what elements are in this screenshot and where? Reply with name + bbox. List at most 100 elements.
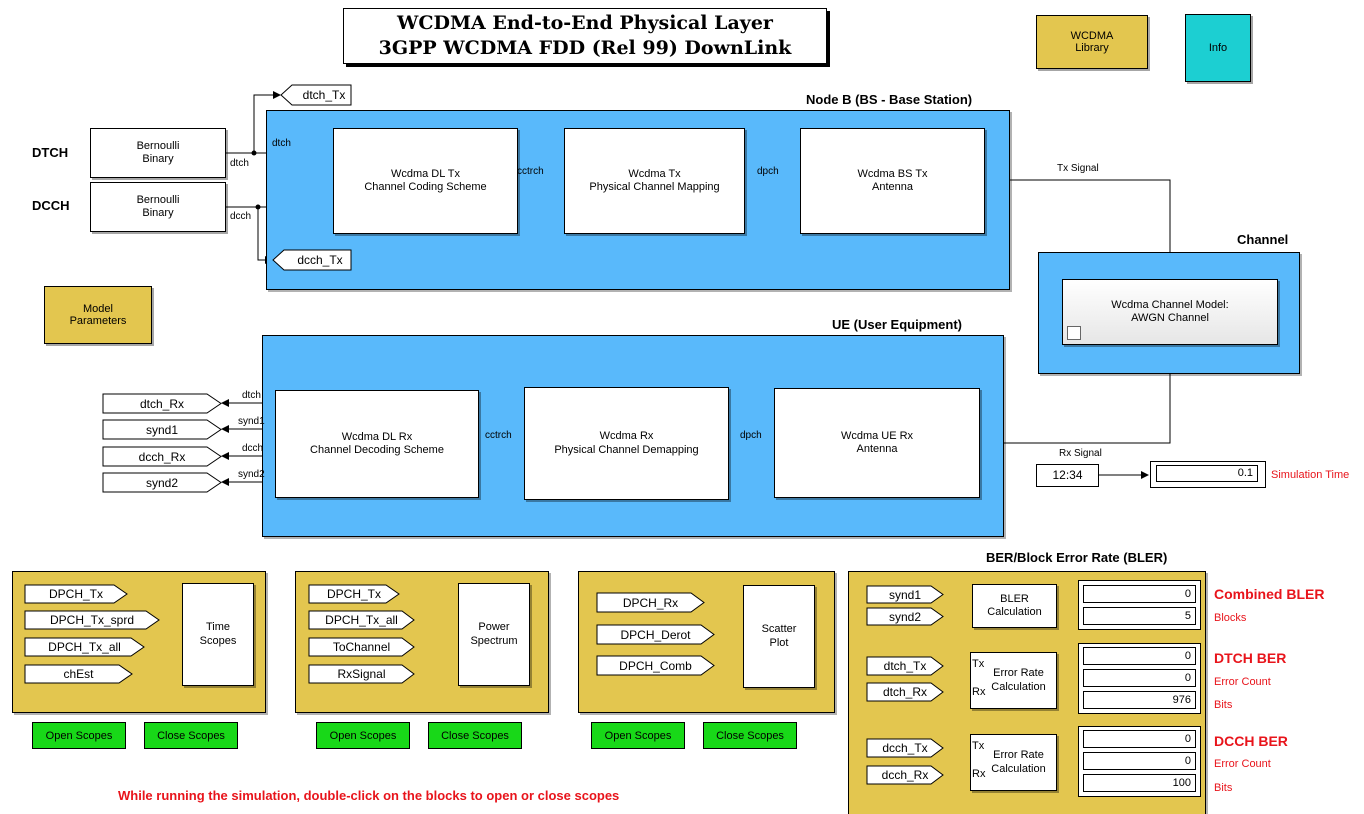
- goto-dcch-tx[interactable]: dcch_Tx: [272, 249, 352, 271]
- synd1-out-label: synd1: [238, 416, 265, 427]
- dcch-tx-port: Tx: [972, 740, 985, 752]
- goto-dcch-tx-label: dcch_Tx: [297, 253, 343, 267]
- dcch-ber-value-0: 0: [1083, 730, 1196, 748]
- dl-rx-decoding-block[interactable]: Wcdma DL Rx Channel Decoding Scheme: [275, 390, 479, 498]
- tx-channel-mapping-block[interactable]: Wcdma Tx Physical Channel Mapping: [564, 128, 745, 234]
- sim-time-value: 0.1: [1156, 465, 1258, 482]
- dtch-rx-port: Rx: [972, 686, 986, 698]
- from-dtch-rx-label: dtch_Rx: [882, 685, 928, 699]
- title-line-1: WCDMA End-to-End Physical Layer: [397, 12, 773, 34]
- from-tochannel[interactable]: ToChannel: [308, 637, 415, 657]
- awgn-channel-block[interactable]: Wcdma Channel Model: AWGN Channel: [1062, 279, 1278, 345]
- from-synd2-label: synd2: [888, 609, 922, 624]
- open-scopes-button-1[interactable]: Open Scopes: [32, 722, 126, 749]
- dtch-tx-port: Tx: [972, 658, 985, 670]
- from-rxsignal[interactable]: RxSignal: [308, 664, 415, 684]
- close-scopes-button-1[interactable]: Close Scopes: [144, 722, 238, 749]
- bs-tx-antenna-block[interactable]: Wcdma BS Tx Antenna: [800, 128, 985, 234]
- from-dpch-tx-2[interactable]: DPCH_Tx: [308, 584, 400, 604]
- bler-value-0: 0: [1083, 585, 1196, 603]
- ue-rx-antenna-block[interactable]: Wcdma UE Rx Antenna: [774, 388, 980, 498]
- goto-dtch-rx-label: dtch_Rx: [139, 396, 185, 411]
- dtch-ber-value-0: 0: [1083, 647, 1196, 665]
- ue-label: UE (User Equipment): [832, 317, 963, 332]
- time-scopes-block[interactable]: Time Scopes: [182, 583, 254, 686]
- goto-dcch-rx[interactable]: dcch_Rx: [102, 446, 222, 467]
- rx-channel-demapping-block[interactable]: Wcdma Rx Physical Channel Demapping: [524, 387, 729, 500]
- from-dpch-tx-all-1[interactable]: DPCH_Tx_all: [24, 637, 145, 657]
- sim-time-label: Simulation Time: [1271, 469, 1350, 481]
- dcch-out-label: dcch: [242, 443, 264, 454]
- tx-signal-label: Tx Signal: [1057, 163, 1099, 174]
- dcch-ber-value-1: 0: [1083, 752, 1196, 770]
- scatter-plot-block[interactable]: Scatter Plot: [743, 585, 815, 688]
- from-synd1[interactable]: synd1: [866, 585, 944, 604]
- from-dcch-rx-label: dcch_Rx: [881, 768, 929, 782]
- from-dpch-tx-all-2-label: DPCH_Tx_all: [325, 613, 398, 627]
- combined-bler-label: Combined BLER: [1214, 586, 1325, 602]
- dtch-error-rate-block[interactable]: Error Rate Calculation: [970, 652, 1057, 709]
- dcch-ber-value-2: 100: [1083, 774, 1196, 792]
- from-dpch-tx-all-1-label: DPCH_Tx_all: [48, 640, 121, 654]
- open-scopes-button-3[interactable]: Open Scopes: [591, 722, 685, 749]
- close-scopes-button-2[interactable]: Close Scopes: [428, 722, 522, 749]
- dpch-rx-label: dpch: [740, 430, 762, 441]
- dcch-error-rate-block[interactable]: Error Rate Calculation: [970, 734, 1057, 791]
- bler-value-1: 5: [1083, 607, 1196, 625]
- from-chest[interactable]: chEst: [24, 664, 133, 684]
- from-dpch-tx-sprd-label: DPCH_Tx_sprd: [49, 613, 135, 627]
- goto-synd1-label: synd1: [145, 422, 179, 437]
- from-dpch-tx-sprd[interactable]: DPCH_Tx_sprd: [24, 610, 160, 630]
- from-dpch-tx-1[interactable]: DPCH_Tx: [24, 584, 128, 604]
- dpch-tx-label: dpch: [757, 166, 779, 177]
- goto-dtch-rx[interactable]: dtch_Rx: [102, 393, 222, 414]
- dcch-bernoulli-block[interactable]: Bernoulli Binary: [90, 182, 226, 232]
- dcch-ber-label: DCCH BER: [1214, 733, 1288, 749]
- dtch-out-label: dtch: [242, 390, 261, 401]
- clock-block[interactable]: 12:34: [1036, 464, 1099, 487]
- cctrch-tx-label: cctrch: [517, 166, 544, 177]
- rx-signal-label: Rx Signal: [1059, 448, 1102, 459]
- goto-dcch-rx-label: dcch_Rx: [138, 449, 186, 464]
- blocks-label: Blocks: [1214, 612, 1247, 624]
- from-dcch-tx[interactable]: dcch_Tx: [866, 738, 944, 758]
- from-dpch-comb-label: DPCH_Comb: [619, 658, 692, 673]
- goto-dtch-tx[interactable]: dtch_Tx: [280, 84, 352, 106]
- dtch-signal-label: dtch: [230, 158, 249, 169]
- bler-calculation-block[interactable]: BLER Calculation: [972, 584, 1057, 628]
- ber-title: BER/Block Error Rate (BLER): [986, 550, 1168, 565]
- from-dpch-tx-all-2[interactable]: DPCH_Tx_all: [308, 610, 415, 630]
- dl-tx-coding-block[interactable]: Wcdma DL Tx Channel Coding Scheme: [333, 128, 518, 234]
- from-dpch-tx-2-label: DPCH_Tx: [326, 587, 381, 601]
- bler-display[interactable]: 0 5: [1078, 580, 1201, 630]
- dtch-in-label: dtch: [272, 138, 291, 149]
- dtch-label: DTCH: [32, 145, 69, 160]
- dcch-label: DCCH: [32, 198, 70, 213]
- sim-time-display[interactable]: 0.1: [1150, 461, 1266, 488]
- goto-synd2[interactable]: synd2: [102, 472, 222, 493]
- from-dpch-rx[interactable]: DPCH_Rx: [596, 592, 705, 613]
- cctrch-rx-label: cctrch: [485, 430, 512, 441]
- from-synd2[interactable]: synd2: [866, 607, 944, 626]
- wcdma-library-button[interactable]: WCDMA Library: [1036, 15, 1148, 69]
- power-spectrum-block[interactable]: Power Spectrum: [458, 583, 530, 686]
- info-button[interactable]: Info: [1185, 14, 1251, 82]
- dtch-ber-display[interactable]: 0 0 976: [1078, 643, 1201, 714]
- from-dpch-rx-label: DPCH_Rx: [622, 595, 679, 610]
- from-dtch-tx[interactable]: dtch_Tx: [866, 656, 944, 676]
- goto-synd2-label: synd2: [145, 475, 179, 490]
- open-scopes-button-2[interactable]: Open Scopes: [316, 722, 410, 749]
- from-dpch-derot[interactable]: DPCH_Derot: [596, 624, 715, 645]
- from-dtch-rx[interactable]: dtch_Rx: [866, 682, 944, 702]
- dtch-ber-value-2: 976: [1083, 691, 1196, 709]
- model-parameters-block[interactable]: Model Parameters: [44, 286, 152, 344]
- dcch-ber-display[interactable]: 0 0 100: [1078, 726, 1201, 797]
- from-dcch-rx[interactable]: dcch_Rx: [866, 765, 944, 785]
- goto-synd1[interactable]: synd1: [102, 419, 222, 440]
- close-scopes-button-3[interactable]: Close Scopes: [703, 722, 797, 749]
- from-rxsignal-label: RxSignal: [337, 667, 386, 681]
- dtch-bernoulli-block[interactable]: Bernoulli Binary: [90, 128, 226, 178]
- dcch-error-count-label: Error Count: [1214, 758, 1271, 770]
- dcch-bits-label: Bits: [1214, 782, 1233, 794]
- from-dpch-comb[interactable]: DPCH_Comb: [596, 655, 715, 676]
